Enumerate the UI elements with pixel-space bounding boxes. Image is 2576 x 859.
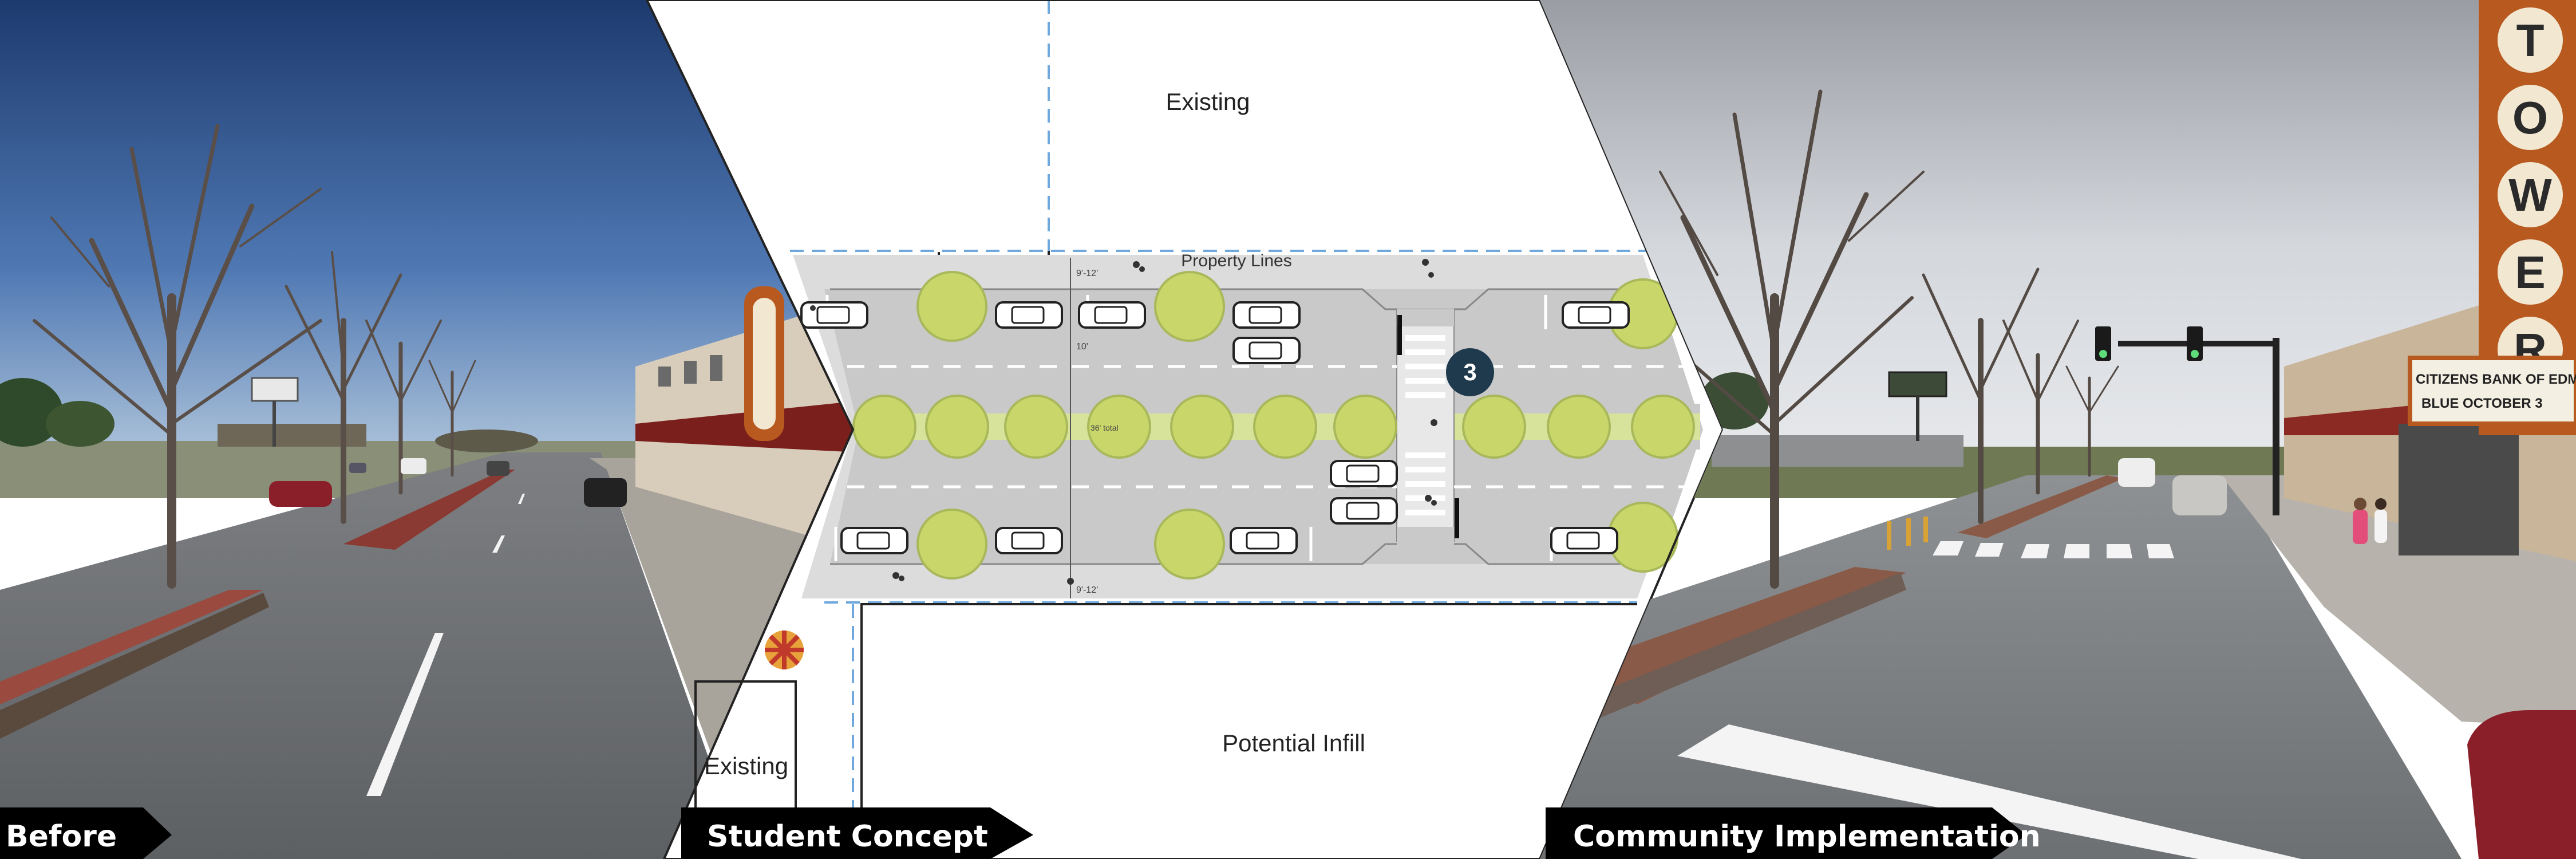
label-student-concept: Student Concept <box>681 807 1033 859</box>
existing-top-label: Existing <box>1165 88 1250 115</box>
median-tree <box>1087 395 1151 459</box>
plan-car <box>1550 527 1618 554</box>
marquee-line-2: BLUE OCTOBER 3 <box>2421 396 2543 411</box>
sidewalk-tree <box>1154 509 1225 580</box>
label-community-implementation: Community Implementation <box>1546 807 2041 859</box>
median-tree <box>1547 395 1611 459</box>
plan-car <box>1232 301 1301 329</box>
sidewalk-tree <box>916 509 987 580</box>
theater-letter: W <box>2508 170 2552 220</box>
median-trees <box>852 395 1695 459</box>
potential-infill-label: Potential Infill <box>1222 730 1365 756</box>
median-tree <box>1004 395 1068 459</box>
bollards <box>1887 517 1928 550</box>
existing-bottom-label: Existing <box>704 752 788 779</box>
label-student-concept-text: Student Concept <box>707 819 988 854</box>
implementation-car-silver <box>2172 475 2227 515</box>
theater-letter: O <box>2512 92 2548 143</box>
crossing-number: 3 <box>1463 358 1476 385</box>
plan-car <box>1078 301 1146 329</box>
before-car-red <box>269 481 332 507</box>
property-lines-label: Property Lines <box>1181 251 1291 270</box>
concept-plan: 3 9'-12' 10' 36' total 9'-12' Existing P… <box>645 0 1725 859</box>
median-tree <box>1631 395 1695 459</box>
marquee-line-1: CITIZENS BANK OF EDMOND <box>2416 372 2576 387</box>
sidewalk-tree <box>1154 271 1225 342</box>
median-tree <box>1462 395 1526 459</box>
before-horizon <box>0 377 538 452</box>
crossing-number-marker: 3 <box>1446 348 1494 396</box>
plan-car <box>1230 527 1298 554</box>
before-trees <box>33 124 476 589</box>
plan-car <box>1562 301 1630 329</box>
sidewalk-tree <box>916 271 987 342</box>
median-tree <box>852 395 916 459</box>
parked-cars <box>800 301 1630 554</box>
dim-median-label: 36' total <box>1091 423 1119 432</box>
plan-car <box>840 527 908 554</box>
implementation-crosswalk <box>1677 541 2301 859</box>
plan-car <box>995 527 1063 554</box>
median-tree <box>1253 395 1317 459</box>
implementation-pedestrians <box>2353 498 2387 544</box>
plan-car <box>1330 460 1398 487</box>
plan-car <box>1330 497 1398 525</box>
umbrella-icon <box>765 631 804 669</box>
dim-lane-label: 10' <box>1076 342 1088 352</box>
pedestrians <box>810 259 1437 585</box>
dim-bottom-label: 9'-12' <box>1076 585 1098 595</box>
theater-letter: E <box>2515 247 2545 298</box>
plan-car <box>995 301 1063 329</box>
before-car-black <box>584 478 627 507</box>
label-community-implementation-text: Community Implementation <box>1573 819 2041 854</box>
before-storefront <box>635 286 853 550</box>
label-before-text: Before <box>6 819 117 854</box>
plan-car <box>800 301 868 329</box>
median-tree <box>1170 395 1234 459</box>
median-tree <box>1333 395 1397 459</box>
plan-car <box>1232 337 1301 364</box>
dim-top-label: 9'-12' <box>1076 269 1098 278</box>
theater-letter: T <box>2516 15 2545 66</box>
traffic-signal <box>2095 326 2279 515</box>
implementation-trees <box>1641 89 2119 589</box>
sidewalk-trees <box>916 271 1678 580</box>
implementation-car-red <box>2467 710 2576 859</box>
median-tree <box>925 395 989 459</box>
label-before: Before <box>0 807 172 859</box>
